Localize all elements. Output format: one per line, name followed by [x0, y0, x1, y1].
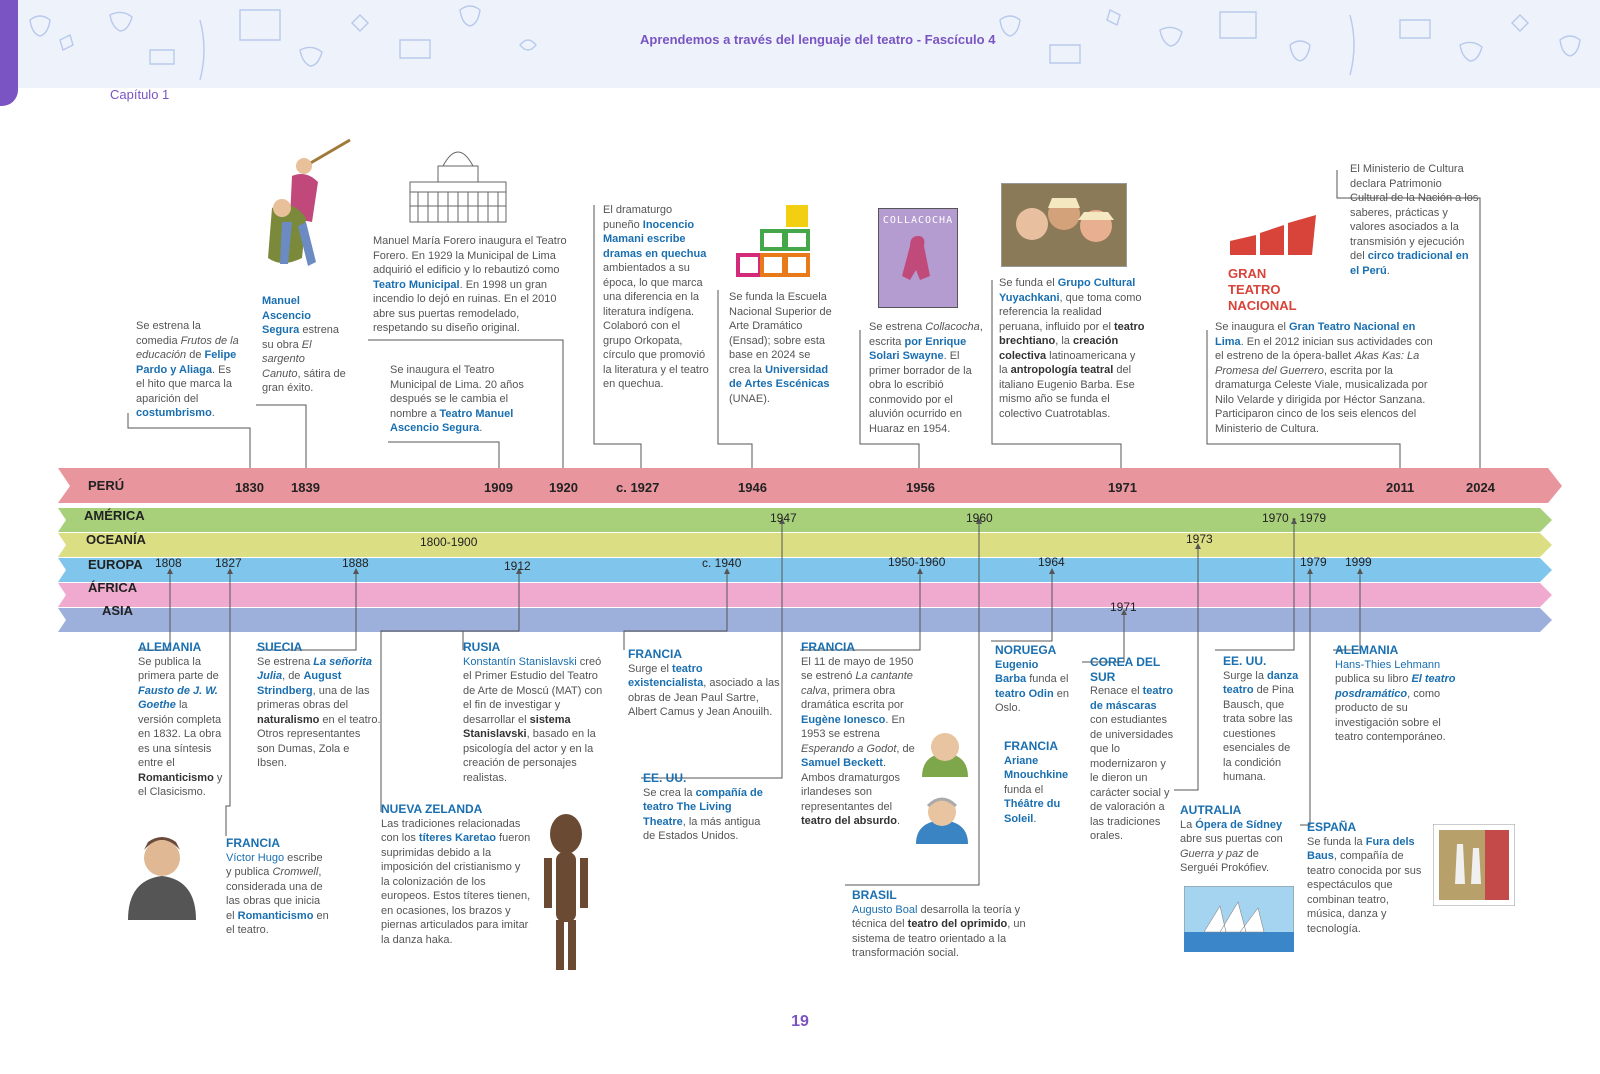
year-europa: 1979 [1300, 555, 1327, 569]
event-peru-1971: Se funda el Grupo Cultural Yuyachkani, q… [999, 277, 1145, 420]
year-peru: 1830 [235, 480, 264, 495]
year-peru: 1909 [484, 480, 513, 495]
event-peru-2011: Se inaugura el Gran Teatro Nacional en L… [1215, 321, 1433, 435]
year-peru: c. 1927 [616, 480, 660, 495]
event-peru-1830: Se estrena la comedia Frutos de la educa… [136, 320, 239, 419]
band-peru [58, 468, 1562, 503]
theatre-pattern-icon [29, 5, 1581, 81]
label-oceania: OCEANÍA [86, 532, 146, 547]
year-america: 1970 - 1979 [1262, 511, 1327, 525]
event-peru-2024: El Ministerio de Cultura declara Patrimo… [1350, 163, 1479, 277]
year-europa: 1912 [504, 559, 531, 573]
gran-teatro-nacional-logo: GRAN TEATRO NACIONAL [1228, 215, 1318, 315]
event-peru-1946: Se funda la Escuela Nacional Superior de… [729, 291, 832, 405]
label-africa: ÁFRICA [88, 580, 138, 595]
collacocha-book-cover: COLLACOCHA [878, 208, 958, 308]
event-peru-1839: Manuel Ascencio Segura estrena su obra E… [262, 295, 346, 394]
year-europa: c. 1940 [702, 556, 742, 570]
event-peru-1927: El dramaturgo puneño Inocencio Mamani es… [603, 204, 709, 390]
band-europa [58, 558, 1552, 582]
yuyachkani-photo [1001, 183, 1127, 267]
karetao-puppet-icon [544, 814, 588, 970]
fascicle-title: Aprendemos a través del lenguaje del tea… [640, 32, 996, 47]
year-europa: 1964 [1038, 555, 1065, 569]
chapter-tab [0, 0, 18, 106]
ionesco-portrait-icon [922, 733, 968, 777]
event-peru-1956: Se estrena Collacocha, escrita por Enriq… [869, 321, 983, 435]
year-america: 1947 [770, 511, 797, 525]
year-peru: 1956 [906, 480, 935, 495]
victor-hugo-portrait-icon [128, 837, 196, 920]
page-number: 19 [791, 1013, 809, 1030]
band-africa [58, 583, 1552, 607]
fura-dels-baus-photo-icon [1433, 824, 1515, 906]
event-america-1947: EE. UU.Se crea la compañía de teatro The… [643, 771, 763, 842]
year-peru: 1971 [1108, 480, 1137, 495]
year-peru: 1946 [738, 480, 767, 495]
band-america [58, 508, 1552, 532]
header-banner: Aprendemos a través del lenguaje del tea… [0, 0, 1600, 88]
year-peru: 2024 [1466, 480, 1495, 495]
swordsman-illustration-icon [268, 138, 351, 266]
year-europa: 1808 [155, 556, 182, 570]
year-europa: 1827 [215, 556, 242, 570]
sydney-opera-house-icon [1184, 886, 1294, 952]
year-europa: 1950-1960 [888, 555, 946, 569]
beckett-portrait-icon [916, 797, 968, 844]
event-peru-1909: Se inaugura el Teatro Municipal de Lima.… [390, 364, 524, 434]
label-peru: PERÚ [88, 478, 125, 493]
year-oceania: 1800-1900 [420, 535, 478, 549]
teatro-municipal-building-icon [409, 151, 507, 223]
band-oceania [58, 533, 1552, 557]
event-america-1970: EE. UU.Surge la danza teatro de Pina Bau… [1223, 654, 1299, 783]
unae-logo-icon [736, 205, 810, 277]
label-asia: ASIA [102, 603, 134, 618]
event-peru-1920: Manuel María Forero inaugura el Teatro F… [373, 235, 567, 334]
year-europa: 1888 [342, 556, 369, 570]
year-peru: 1839 [291, 480, 320, 495]
year-europa: 1999 [1345, 555, 1372, 569]
year-peru: 2011 [1386, 480, 1415, 495]
band-asia [58, 608, 1552, 632]
label-america: AMÉRICA [84, 508, 145, 523]
chapter-label: Capítulo 1 [110, 87, 170, 102]
label-europa: EUROPA [88, 557, 143, 572]
gtn-logo-icon [1230, 215, 1316, 255]
year-peru: 1920 [549, 480, 578, 495]
year-oceania: 1973 [1186, 532, 1213, 546]
year-asia: 1971 [1110, 600, 1137, 614]
year-america: 1960 [966, 511, 993, 525]
